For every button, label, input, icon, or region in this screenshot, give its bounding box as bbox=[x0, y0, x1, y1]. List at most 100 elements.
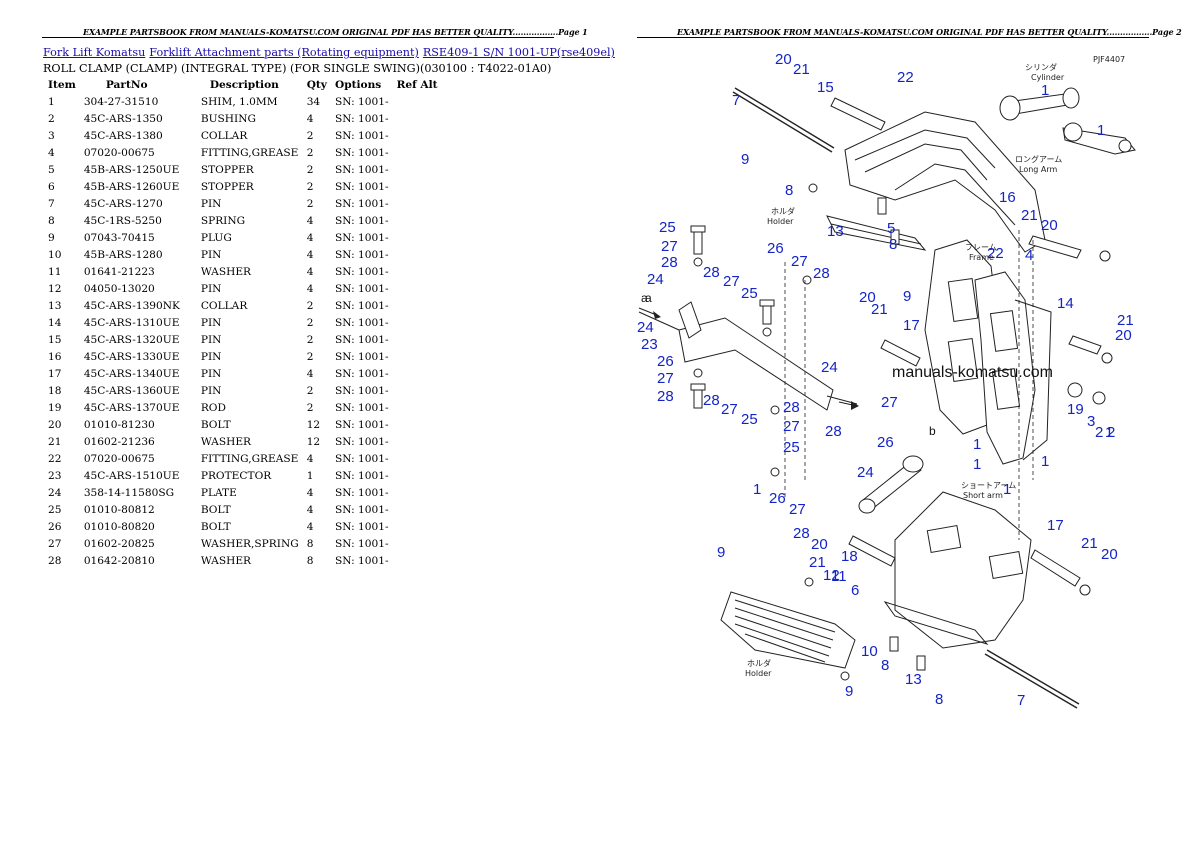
cell-options: SN: 1001- bbox=[334, 180, 389, 193]
cell-description: BUSHING bbox=[200, 112, 256, 125]
cell-description: PIN bbox=[200, 333, 222, 346]
cell-ref-alt bbox=[393, 178, 442, 195]
cell-description: FITTING,GREASE bbox=[200, 146, 299, 159]
bolt-25-top bbox=[690, 225, 706, 255]
cell-partno: 45C-1RS-5250 bbox=[83, 214, 162, 227]
cell-qty: 12 bbox=[306, 435, 321, 448]
frame-right bbox=[974, 271, 1036, 465]
cell-qty: 4 bbox=[306, 486, 314, 499]
cell-ref-alt bbox=[393, 246, 442, 263]
cell-ref-alt bbox=[393, 348, 442, 365]
cell-description: FITTING,GREASE bbox=[200, 452, 299, 465]
cell-ref-alt bbox=[393, 212, 442, 229]
callout-9: 9 bbox=[741, 151, 749, 168]
callout-24: 24 bbox=[857, 464, 874, 481]
cell-options: SN: 1001- bbox=[334, 231, 389, 244]
cell-qty: 8 bbox=[306, 554, 314, 567]
cell-item: 23 bbox=[48, 469, 62, 482]
parts-table: Item PartNo Description Qty Options Ref … bbox=[43, 76, 442, 569]
callout-28: 28 bbox=[783, 399, 800, 416]
callout-7: 7 bbox=[1017, 692, 1025, 709]
callout-6: 6 bbox=[851, 582, 859, 599]
callout-27: 27 bbox=[791, 253, 808, 270]
cell-options: SN: 1001- bbox=[334, 197, 389, 210]
cell-item: 24 bbox=[48, 486, 62, 499]
cell-item: 7 bbox=[48, 197, 55, 210]
cell-item: 17 bbox=[48, 367, 62, 380]
callout-27: 27 bbox=[783, 418, 800, 435]
cell-partno: 45C-ARS-1350 bbox=[83, 112, 163, 125]
callout-9: 9 bbox=[717, 544, 725, 561]
cell-partno: 01602-21236 bbox=[83, 435, 155, 448]
cell-partno: 45B-ARS-1250UE bbox=[83, 163, 180, 176]
callout-25: 25 bbox=[783, 439, 800, 456]
cell-ref-alt bbox=[393, 450, 442, 467]
callout-21: 21 bbox=[871, 301, 888, 318]
cell-partno: 45C-ARS-1340UE bbox=[83, 367, 180, 380]
holder-pad bbox=[720, 591, 856, 669]
cell-ref-alt bbox=[393, 382, 442, 399]
callout-25: 25 bbox=[741, 285, 758, 302]
cell-qty: 2 bbox=[306, 180, 314, 193]
cell-options: SN: 1001- bbox=[334, 486, 389, 499]
rod-7-top bbox=[732, 91, 833, 153]
holder-bottom-mount bbox=[883, 601, 989, 645]
callout-1: 1 bbox=[753, 481, 761, 498]
cell-partno: 45C-ARS-1510UE bbox=[83, 469, 180, 482]
callout-27: 27 bbox=[721, 401, 738, 418]
bolt-26-mid bbox=[759, 299, 775, 325]
callout-20: 20 bbox=[859, 289, 876, 306]
holder-top bbox=[826, 215, 927, 251]
cell-qty: 2 bbox=[306, 129, 314, 142]
breadcrumb-link-model[interactable]: RSE409-1 S/N 1001-UP(rse409el) bbox=[422, 46, 615, 59]
cell-qty: 12 bbox=[306, 418, 321, 431]
cell-ref-alt bbox=[393, 144, 442, 161]
breadcrumb-link-forklift[interactable]: Fork Lift Komatsu bbox=[43, 46, 146, 59]
collar-3 bbox=[1067, 382, 1083, 398]
cell-options: SN: 1001- bbox=[334, 401, 389, 414]
cell-options: SN: 1001- bbox=[334, 452, 389, 465]
plug-9 bbox=[808, 183, 818, 193]
callout-28: 28 bbox=[657, 388, 674, 405]
cell-qty: 34 bbox=[306, 95, 321, 108]
callout-28: 28 bbox=[813, 265, 830, 282]
cell-partno: 45C-ARS-1320UE bbox=[83, 333, 180, 346]
callout-21: 21 bbox=[793, 61, 810, 78]
callout-24: 24 bbox=[821, 359, 838, 376]
cell-item: 3 bbox=[48, 129, 55, 142]
cell-item: 8 bbox=[48, 214, 55, 227]
cell-partno: 45C-ARS-1270 bbox=[83, 197, 163, 210]
component-label: ホルダ bbox=[747, 658, 771, 668]
cell-item: 12 bbox=[48, 282, 62, 295]
pin-16 bbox=[1028, 235, 1082, 259]
callout-15: 15 bbox=[817, 79, 834, 96]
cell-ref-alt bbox=[393, 484, 442, 501]
component-label: Holder bbox=[767, 217, 794, 226]
watermark: manuals-komatsu.com bbox=[892, 364, 1053, 381]
cell-item: 2 bbox=[48, 112, 55, 125]
cell-partno: 07043-70415 bbox=[83, 231, 155, 244]
bushing-2 bbox=[1092, 391, 1106, 405]
cell-ref-alt bbox=[393, 331, 442, 348]
pin-15 bbox=[830, 97, 886, 131]
cell-ref-alt bbox=[393, 416, 442, 433]
cell-description: PIN bbox=[200, 282, 222, 295]
breadcrumb-link-attachment[interactable]: Forklift Attachment parts (Rotating equi… bbox=[149, 46, 419, 59]
callout-12: 12 bbox=[823, 567, 840, 584]
cell-partno: 01642-20810 bbox=[83, 554, 155, 567]
plate-24-bracket bbox=[678, 317, 834, 411]
component-label: ホルダ bbox=[771, 206, 795, 216]
callout-9: 9 bbox=[903, 288, 911, 305]
callout-28: 28 bbox=[825, 423, 842, 440]
callout-2: 2 bbox=[1107, 424, 1115, 441]
cell-item: 10 bbox=[48, 248, 62, 261]
component-label: Holder bbox=[745, 669, 772, 678]
